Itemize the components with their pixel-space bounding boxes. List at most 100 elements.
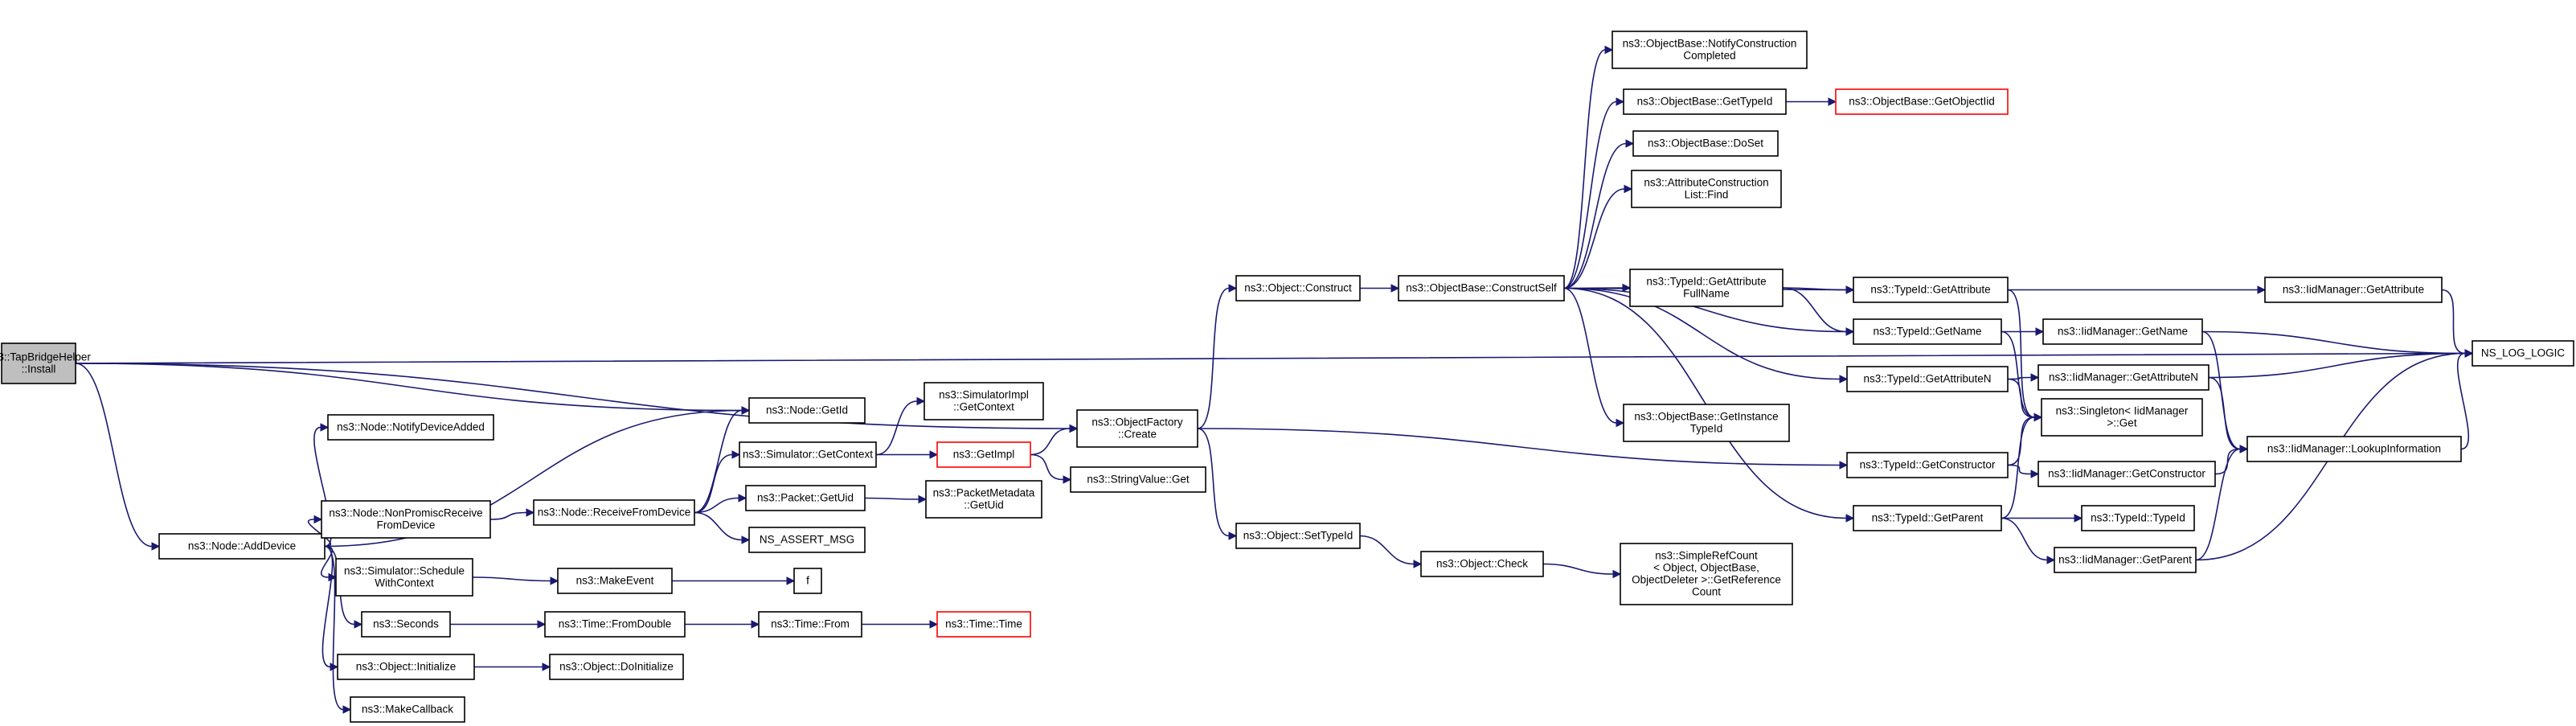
node-iidgetparent[interactable]: ns3::IidManager::GetParent	[2054, 547, 2197, 573]
edge-tgetattr-to-iidgetattr	[2008, 285, 2267, 294]
node-adddev[interactable]: ns3::Node::AddDevice	[158, 533, 326, 560]
node-tgetparent[interactable]: ns3::TypeId::GetParent	[1853, 505, 2002, 531]
node-tgetctor[interactable]: ns3::TypeId::GetConstructor	[1846, 452, 2009, 478]
node-getimpl[interactable]: ns3::GetImpl	[936, 441, 1031, 468]
node-pktmeta[interactable]: ns3::PacketMetadata::GetUid	[925, 480, 1042, 519]
edge-constructself-to-notifyconst	[1563, 45, 1614, 289]
node-iidgetattrn[interactable]: ns3::IidManager::GetAttributeN	[2037, 364, 2209, 391]
node-tap[interactable]: ns3::TapBridgeHelper::Install	[0, 342, 91, 384]
edge-schedctx-to-mkevent	[472, 576, 559, 585]
node-label: ns3::Object::DoInitialize	[559, 661, 674, 673]
node-mkcb[interactable]: ns3::MakeCallback	[350, 696, 465, 723]
node-simgetctx[interactable]: ns3::Simulator::GetContext	[739, 441, 877, 468]
edge-iidgetname-to-nslog	[2201, 330, 2474, 358]
node-label: ns3::IidManager::GetParent	[2058, 554, 2192, 566]
node-label: ns3::MakeCallback	[362, 703, 453, 716]
node-doset[interactable]: ns3::ObjectBase::DoSet	[1632, 130, 1779, 157]
edge-nonpromisc-to-recvdev	[489, 508, 535, 520]
node-label: ns3::ObjectBase::GetInstance	[1634, 411, 1778, 423]
node-label: ns3::StringValue::Get	[1087, 474, 1190, 486]
node-simplerc[interactable]: ns3::SimpleRefCount< Object, ObjectBase,…	[1620, 543, 1793, 605]
node-notifyconst[interactable]: ns3::ObjectBase::NotifyConstructionCompl…	[1612, 31, 1808, 69]
edge-tgetctor-to-singleton	[2007, 412, 2043, 466]
node-label: ns3::PacketMetadata	[933, 487, 1035, 499]
node-ttypeid[interactable]: ns3::TypeId::TypeId	[2081, 505, 2195, 531]
node-label: ns3::Node::AddDevice	[188, 540, 296, 552]
node-label: Completed	[1683, 50, 1735, 62]
node-tgetattr[interactable]: ns3::TypeId::GetAttribute	[1853, 277, 2009, 303]
node-label: ns3::ObjectFactory	[1091, 416, 1183, 429]
node-simimplctx[interactable]: ns3::SimulatorImpl::GetContext	[924, 382, 1044, 420]
node-iidgetattr[interactable]: ns3::IidManager::GetAttribute	[2264, 277, 2443, 303]
node-objcheck[interactable]: ns3::Object::Check	[1420, 551, 1544, 577]
node-iidlookup[interactable]: ns3::IidManager::LookupInformation	[2246, 436, 2462, 462]
edge-recvdev-to-getid	[694, 406, 751, 514]
node-timetime[interactable]: ns3::Time::Time	[936, 611, 1031, 638]
node-label: ns3::AttributeConstruction	[1644, 177, 1768, 189]
node-label: ns3::MakeEvent	[576, 575, 654, 587]
node-obgettid[interactable]: ns3::ObjectBase::GetTypeId	[1623, 88, 1787, 115]
edge-tgetctor-to-iidgetctor	[2007, 464, 2040, 478]
edge-ofcreate-to-settypeid	[1197, 428, 1238, 540]
edge-constructself-to-obgetinst	[1563, 287, 1625, 428]
edge-tap-to-adddev	[75, 363, 161, 551]
node-label: ns3::TypeId::GetAttribute	[1870, 284, 1990, 296]
node-iidgetname[interactable]: ns3::IidManager::GetName	[2042, 318, 2203, 345]
node-fromdouble[interactable]: ns3::Time::FromDouble	[544, 611, 686, 638]
node-objinit[interactable]: ns3::Object::Initialize	[337, 654, 475, 680]
node-assert[interactable]: NS_ASSERT_MSG	[748, 527, 866, 553]
node-label: ns3::TypeId::GetName	[1873, 326, 1981, 338]
node-settypeid[interactable]: ns3::Object::SetTypeId	[1235, 523, 1361, 549]
node-mkevent[interactable]: ns3::MakeEvent	[557, 568, 673, 594]
edge-simgetctx-to-getimpl	[876, 450, 939, 459]
node-notify[interactable]: ns3::Node::NotifyDeviceAdded	[327, 414, 494, 441]
node-tgetname[interactable]: ns3::TypeId::GetName	[1853, 318, 2002, 345]
node-construct[interactable]: ns3::Object::Construct	[1235, 275, 1361, 301]
node-singleton[interactable]: ns3::Singleton< IidManager>::Get	[2041, 398, 2203, 437]
edge-tgetattrn-to-iidgetattrn	[2007, 373, 2040, 382]
node-label: ns3::IidManager::GetAttributeN	[2049, 371, 2198, 384]
node-pktuid[interactable]: ns3::Packet::GetUid	[745, 485, 866, 511]
node-label: ns3::TypeId::GetAttribute	[1646, 276, 1766, 288]
node-label: ObjectDeleter >::GetReference	[1632, 574, 1781, 586]
node-f[interactable]: f	[793, 568, 822, 594]
edge-gafn-to-tgetattr	[1782, 285, 1855, 294]
node-doinit[interactable]: ns3::Object::DoInitialize	[549, 654, 684, 680]
node-getobjtid[interactable]: ns3::ObjectBase::GetObjectIid	[1835, 88, 2009, 115]
node-label: ::GetContext	[953, 401, 1014, 413]
edge-adddev-to-mkcb	[324, 545, 352, 714]
node-label: ns3::Time::From	[771, 618, 850, 630]
node-constructself[interactable]: ns3::ObjectBase::ConstructSelf	[1398, 275, 1565, 301]
node-nslog[interactable]: NS_LOG_LOGIC	[2472, 340, 2574, 367]
node-strget[interactable]: ns3::StringValue::Get	[1070, 466, 1206, 493]
node-label: ns3::Node::ReceiveFromDevice	[538, 507, 691, 519]
node-tgetattrn[interactable]: ns3::TypeId::GetAttributeN	[1846, 366, 2009, 392]
node-label: FullName	[1683, 288, 1730, 300]
edge-iidlookup-to-nslog	[2456, 349, 2474, 450]
node-timefrom[interactable]: ns3::Time::From	[758, 611, 862, 638]
edge-constructself-to-tgetparent	[1563, 287, 1855, 523]
node-label: ns3::Seconds	[373, 618, 439, 630]
node-seconds[interactable]: ns3::Seconds	[361, 611, 451, 638]
call-edges	[75, 45, 2474, 714]
node-label: Count	[1692, 586, 1721, 598]
node-label: ns3::Object::Initialize	[356, 661, 457, 673]
node-label: >::Get	[2107, 417, 2136, 429]
node-label: NS_LOG_LOGIC	[2481, 347, 2566, 359]
node-label: ns3::TypeId::TypeId	[2091, 512, 2185, 524]
node-label: ns3::IidManager::LookupInformation	[2267, 443, 2441, 455]
edge-objcheck-to-simplerc	[1542, 563, 1622, 579]
node-getid[interactable]: ns3::Node::GetId	[748, 397, 866, 424]
node-recvdev[interactable]: ns3::Node::ReceiveFromDevice	[533, 499, 695, 526]
node-label: ns3::Object::Check	[1436, 558, 1528, 570]
node-iidgetctor[interactable]: ns3::IidManager::GetConstructor	[2037, 461, 2216, 487]
node-ofcreate[interactable]: ns3::ObjectFactory::Create	[1076, 409, 1198, 448]
node-label: ns3::TapBridgeHelper	[0, 351, 91, 363]
edge-adddev-to-nonpromisc	[307, 515, 332, 548]
edge-mkevent-to-f	[672, 576, 796, 585]
